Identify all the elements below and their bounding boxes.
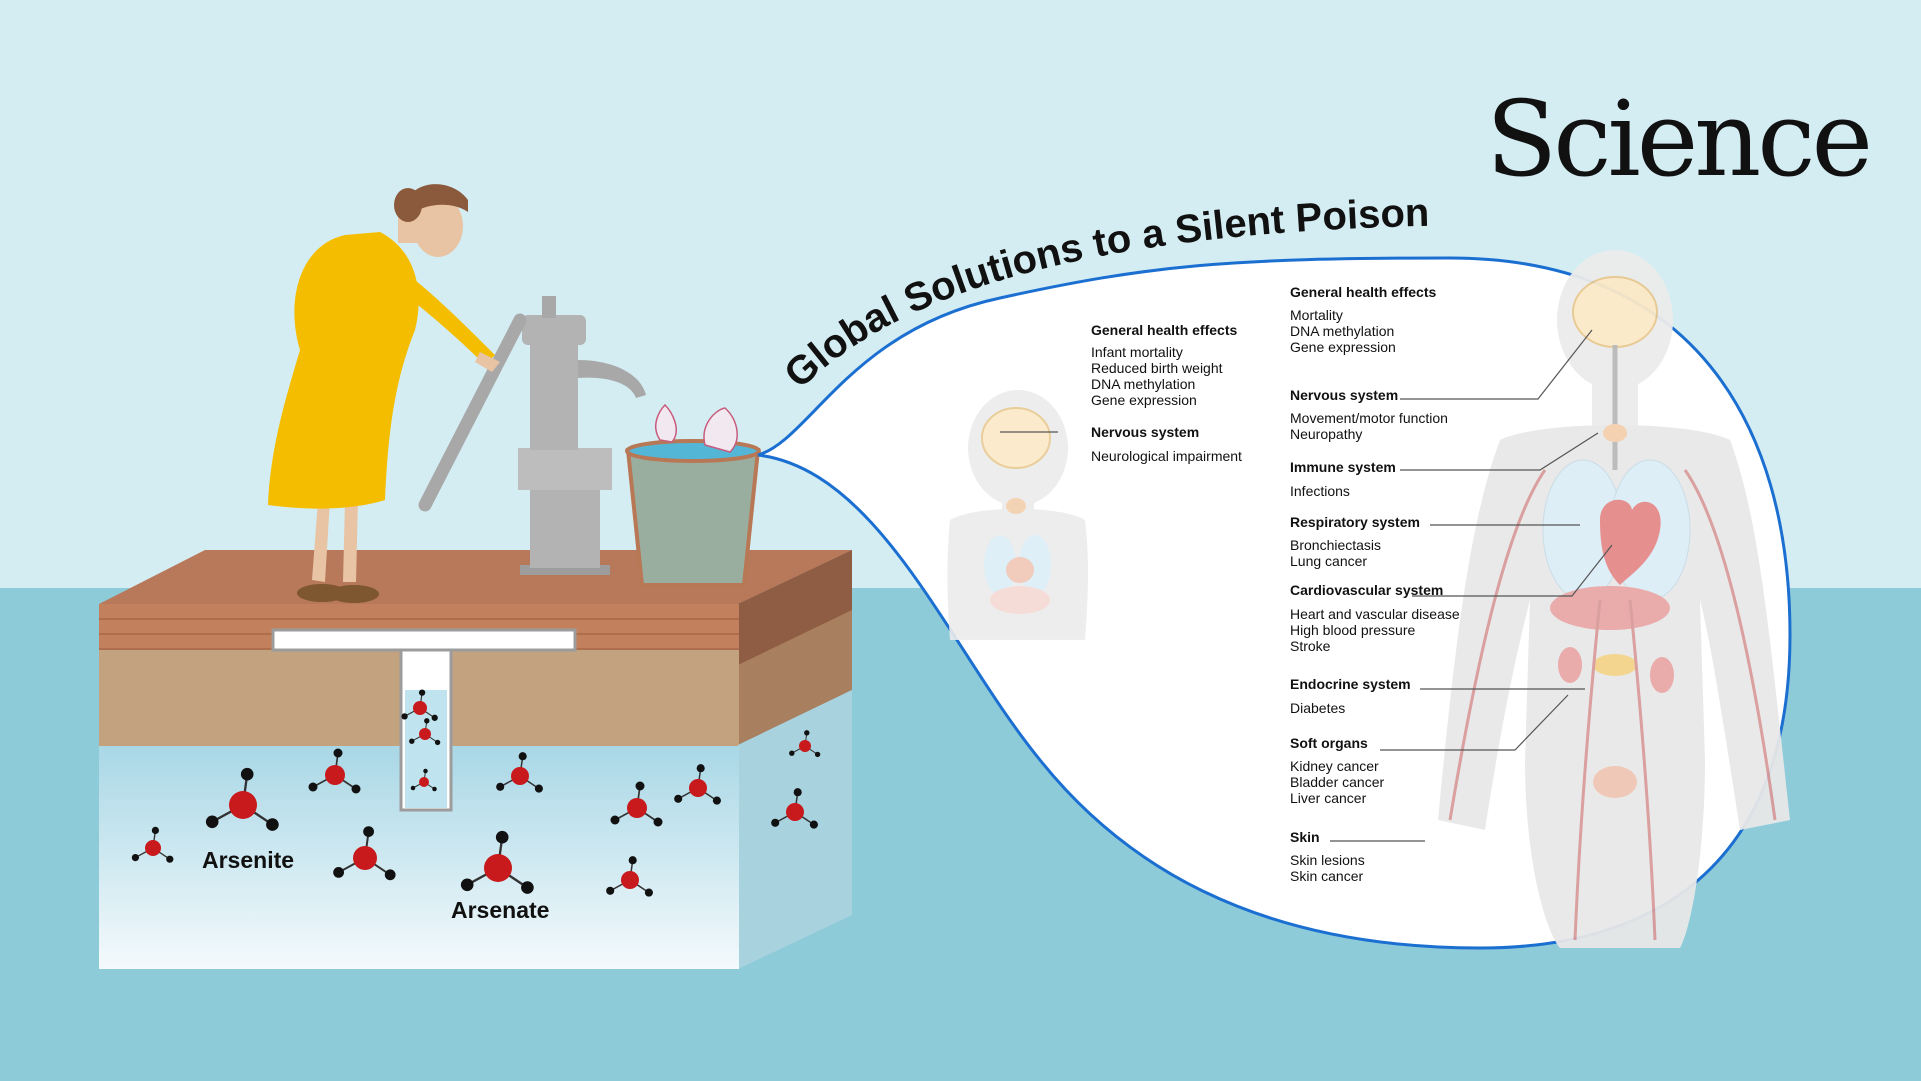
group-heading: Soft organs [1290, 735, 1368, 751]
group-item: Stroke [1290, 638, 1331, 654]
group-item: Neurological impairment [1091, 448, 1242, 464]
child-group-nervous: Nervous system Neurological impairment [1091, 424, 1242, 464]
molecule-glyph [409, 718, 441, 746]
group-item: Liver cancer [1290, 790, 1367, 806]
child-silhouette [947, 390, 1089, 640]
adult-group-cardiovascular: Cardiovascular system Heart and vascular… [1290, 582, 1460, 654]
group-item: Infant mortality [1091, 344, 1183, 360]
group-heading: Nervous system [1290, 387, 1399, 403]
group-item: Movement/motor function [1290, 410, 1448, 426]
adult-group-nervous: Nervous system Movement/motor function N… [1290, 387, 1448, 442]
molecule-glyph [308, 748, 361, 794]
group-item: Infections [1290, 483, 1350, 499]
group-item: Reduced birth weight [1091, 360, 1223, 376]
group-item: DNA methylation [1290, 323, 1395, 339]
molecule-glyph [610, 781, 663, 827]
group-item: Bronchiectasis [1290, 537, 1382, 553]
molecule-glyph [205, 767, 279, 831]
group-heading: Immune system [1290, 459, 1396, 475]
group-heading: Endocrine system [1290, 676, 1411, 692]
group-heading: Nervous system [1091, 424, 1200, 440]
molecule-glyph [333, 826, 396, 881]
water-bucket [625, 403, 761, 587]
molecule-glyph [131, 826, 174, 863]
adult-group-general: General health effects Mortality DNA met… [1290, 284, 1436, 355]
leader-lines [1000, 329, 1613, 842]
adult-silhouette [1438, 250, 1790, 948]
molecule-glyph [606, 856, 653, 897]
group-item: Heart and vascular disease [1290, 606, 1460, 622]
group-item: Lung cancer [1290, 553, 1368, 569]
group-item: Neuropathy [1290, 426, 1363, 442]
group-item: Mortality [1290, 307, 1343, 323]
group-item: DNA methylation [1091, 376, 1196, 392]
molecule-glyph [771, 788, 818, 829]
group-heading: Respiratory system [1290, 514, 1420, 530]
adult-group-soft-organs: Soft organs Kidney cancer Bladder cancer… [1290, 735, 1384, 806]
molecule-glyph [789, 730, 821, 758]
group-item: Bladder cancer [1290, 774, 1385, 790]
hand-pump [418, 296, 646, 575]
woman-figure [268, 184, 500, 603]
group-heading: General health effects [1290, 284, 1437, 300]
group-item: Diabetes [1290, 700, 1346, 716]
adult-group-endocrine: Endocrine system Diabetes [1290, 676, 1411, 716]
child-group-general: General health effects Infant mortality … [1091, 322, 1237, 408]
group-heading: General health effects [1091, 322, 1238, 338]
ground-block [99, 550, 852, 969]
molecule-glyph [401, 689, 438, 721]
molecule-glyph [496, 752, 543, 793]
adult-group-immune: Immune system Infections [1290, 459, 1396, 499]
group-item: High blood pressure [1290, 622, 1416, 638]
group-item: Skin cancer [1290, 868, 1364, 884]
adult-group-respiratory: Respiratory system Bronchiectasis Lung c… [1290, 514, 1420, 569]
arsenite-label: Arsenite [202, 847, 295, 873]
science-logo: Science [1486, 78, 1873, 200]
molecule-glyph [410, 768, 437, 792]
group-item: Gene expression [1290, 339, 1396, 355]
group-heading: Skin [1290, 829, 1320, 845]
group-item: Kidney cancer [1290, 758, 1379, 774]
group-item: Skin lesions [1290, 852, 1365, 868]
group-heading: Cardiovascular system [1290, 582, 1444, 598]
molecule-glyph [674, 764, 721, 805]
group-item: Gene expression [1091, 392, 1197, 408]
arsenate-label: Arsenate [451, 897, 550, 923]
adult-group-skin: Skin Skin lesions Skin cancer [1290, 829, 1365, 884]
molecule-glyph [460, 830, 534, 894]
